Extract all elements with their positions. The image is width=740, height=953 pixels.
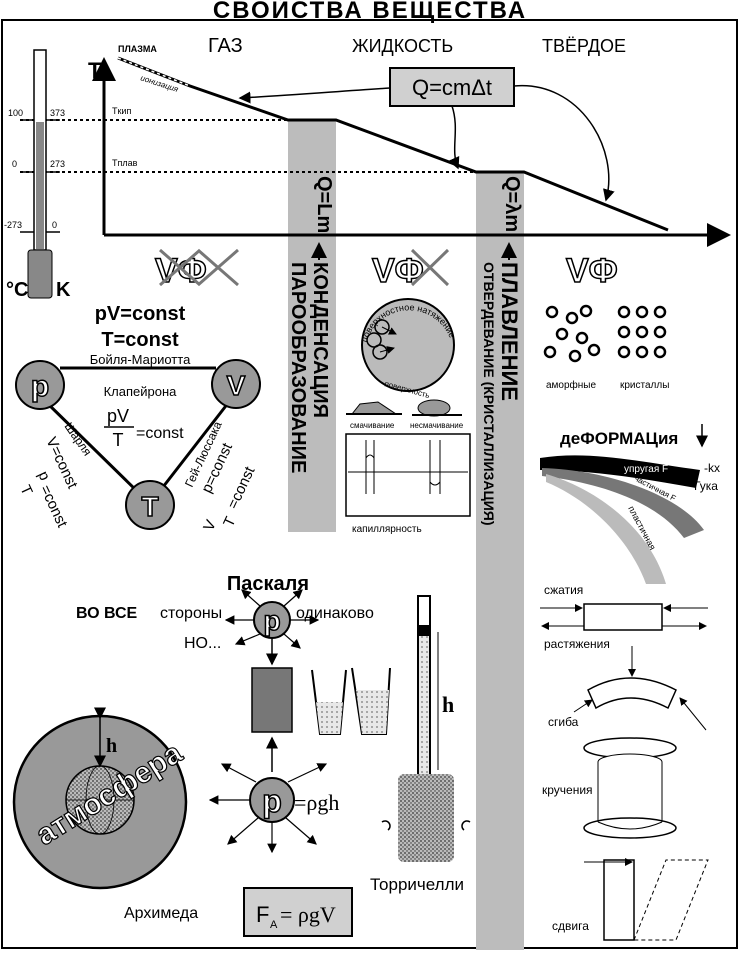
archimedes-rhs: = ρgV bbox=[280, 902, 336, 927]
therm-k273: 273 bbox=[50, 159, 65, 169]
heat-formula: Q=cmΔt bbox=[412, 75, 492, 100]
deform-bar bbox=[583, 603, 663, 631]
therm-c100: 100 bbox=[8, 108, 23, 118]
hooke-label: Гука bbox=[694, 479, 718, 493]
deformation-label: деФОРМАЦия bbox=[560, 429, 678, 448]
melting-label: ПЛАВЛЕНИЕ bbox=[497, 262, 522, 401]
hooke-eq: -kx bbox=[704, 461, 720, 475]
torricelli-h: h bbox=[442, 692, 454, 717]
charles-p: p bbox=[34, 469, 53, 484]
archimedes-a: A bbox=[270, 919, 278, 931]
therm-cm273: -273 bbox=[4, 220, 22, 230]
torricelli-label: Торричелли bbox=[370, 875, 464, 894]
atmosphere-h: h bbox=[106, 735, 117, 757]
charles-t: T bbox=[16, 483, 35, 498]
t-const: T=const bbox=[101, 329, 179, 351]
ionization-label: ионизация bbox=[139, 73, 180, 94]
condensation-band bbox=[288, 120, 336, 532]
pascal-top-arrows bbox=[224, 589, 320, 649]
tension-label: растяжения bbox=[544, 637, 610, 651]
wetting-label: смачивание bbox=[350, 421, 395, 430]
pascal-vessel bbox=[251, 667, 293, 733]
therm-k373: 373 bbox=[50, 108, 65, 118]
crystals-label: кристаллы bbox=[620, 380, 669, 391]
elastic-label: упругая F bbox=[624, 464, 668, 475]
triangle-v: V bbox=[227, 370, 246, 401]
t-melt-label: Tплав bbox=[112, 158, 138, 168]
liquid-label: ЖИДКОСТЬ bbox=[352, 36, 453, 56]
amorphous-molecules bbox=[543, 304, 601, 363]
vf-liquid-cross bbox=[410, 248, 450, 287]
gay-eq-const: =const bbox=[224, 463, 259, 511]
bending-bar bbox=[587, 677, 677, 710]
pascal-bottom-arrows bbox=[208, 763, 328, 854]
gas-label: ГАЗ bbox=[208, 35, 243, 57]
archimedes-label: Архимеда bbox=[124, 905, 198, 922]
archimedes-f: F bbox=[256, 902, 269, 927]
pascal-but: НО... bbox=[184, 635, 221, 652]
torsion-label: кручения bbox=[542, 783, 593, 797]
pascal-p-bottom: p bbox=[262, 783, 282, 819]
compression-label: сжатия bbox=[544, 583, 583, 597]
pascal-label: Паскаля bbox=[227, 573, 309, 595]
bending-label: сгиба bbox=[548, 715, 579, 729]
pascal-sides: стороны bbox=[160, 605, 222, 622]
t-boil-label: Tкип bbox=[112, 106, 131, 116]
amorphous-label: аморфные bbox=[546, 379, 596, 391]
vf-liquid: VФ bbox=[372, 252, 424, 290]
q-lm: Q=Lm bbox=[313, 176, 335, 233]
pv-const: pV=const bbox=[95, 303, 186, 325]
triangle-t: T bbox=[141, 491, 158, 522]
gay-v: V bbox=[200, 517, 220, 533]
crystal-lattice bbox=[617, 305, 667, 359]
melting-band bbox=[476, 172, 524, 950]
pascal-rho-gh: =ρgh bbox=[294, 790, 339, 815]
celsius-label: °C bbox=[6, 279, 28, 301]
therm-c0: 0 bbox=[12, 159, 17, 169]
pv-numerator: pV bbox=[107, 406, 129, 426]
boyle-label: Бойля-Мариотта bbox=[90, 352, 191, 367]
solid-label: ТВЁРДОЕ bbox=[542, 36, 626, 56]
torricelli-bowl bbox=[398, 774, 454, 862]
condensation-label: КОНДЕНСАЦИЯ bbox=[309, 262, 331, 418]
vf-gas-cross bbox=[159, 248, 239, 287]
archimedes-box bbox=[243, 887, 353, 937]
heating-curve bbox=[117, 56, 669, 232]
pascal-p-top: p bbox=[263, 605, 280, 636]
pascal-equally: одинаково bbox=[296, 605, 374, 622]
droplet bbox=[361, 298, 455, 392]
gay-t: T bbox=[220, 514, 239, 529]
triangle-p: p bbox=[31, 370, 49, 403]
q-lambda-m: Q=λm bbox=[501, 176, 523, 232]
page-title: СВОЙСТВА ВЕЩЕСТВА bbox=[213, 0, 527, 24]
page-frame bbox=[1, 19, 738, 949]
clapeyron-label: Клапейрона bbox=[104, 384, 178, 399]
t-axis-label: T bbox=[88, 58, 102, 83]
capillary-box bbox=[345, 433, 471, 517]
t-denominator: T bbox=[113, 430, 124, 450]
shear-label: сдвига bbox=[552, 919, 589, 933]
solidification-label: ОТВЕРДЕВАНИЕ (КРИСТАЛЛИЗАЦИЯ) bbox=[481, 262, 497, 526]
shear-block bbox=[603, 859, 635, 941]
thermometer bbox=[20, 49, 60, 299]
pascal-all: ВО ВСЕ bbox=[76, 605, 138, 622]
vf-solid: VФ bbox=[566, 252, 618, 290]
eq-const: =const bbox=[136, 425, 184, 442]
nonwetting-label: несмачивание bbox=[410, 421, 464, 430]
vaporization-label: ПАРООБРАЗОВАНИЕ bbox=[287, 262, 309, 473]
capillarity-label: капиллярность bbox=[352, 524, 422, 535]
therm-k0: 0 bbox=[52, 220, 57, 230]
kelvin-label: K bbox=[56, 279, 71, 301]
plasma-label: ПЛАЗМА bbox=[118, 44, 157, 54]
